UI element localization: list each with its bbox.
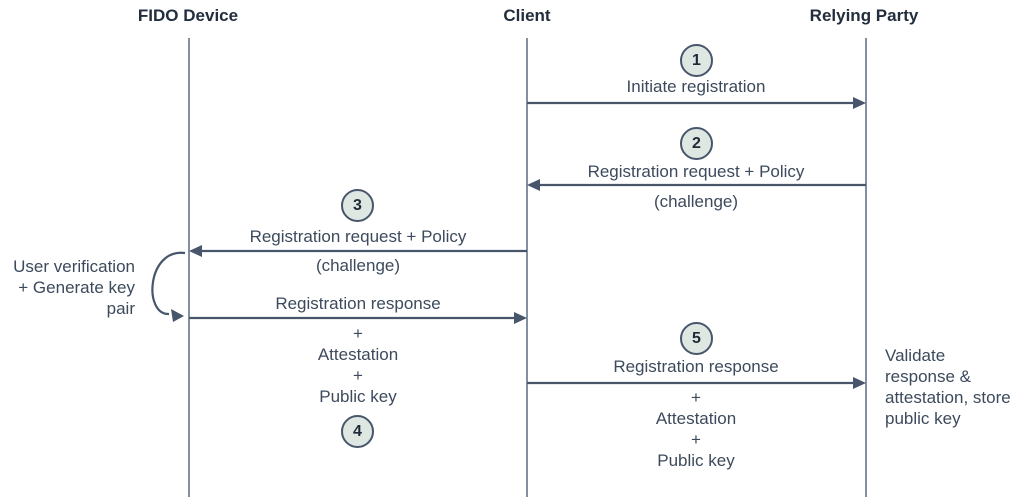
arrowhead-registration-response-to-client [514,312,527,324]
step-badge-5: 5 [680,322,713,355]
message-5-payload: + Attestation + Public key [655,388,737,470]
arrowhead-initiate-registration [853,97,866,109]
step-badge-2: 2 [680,127,713,160]
arrowhead-registration-request-to-client [527,179,540,191]
message-3-label: Registration request + Policy [249,227,467,246]
message-2-challenge: (challenge) [653,192,739,211]
message-3-challenge: (challenge) [315,256,401,275]
arrowhead-registration-request-to-fido [189,245,202,257]
step-badge-4: 4 [341,415,374,448]
relying-party-note: Validate response & attestation, store p… [885,346,1011,428]
message-5-label: Registration response [613,357,779,376]
actor-fido-device: FIDO Device [137,6,239,25]
message-1-label: Initiate registration [626,77,766,96]
arrowhead-user-verification [171,309,184,322]
message-4-payload: + Attestation + Public key [317,324,399,406]
self-loop-user-verification [151,251,186,316]
message-2-label: Registration request + Policy [587,162,805,181]
actor-relying-party: Relying Party [809,6,919,25]
actor-client: Client [503,6,551,25]
step-badge-3: 3 [341,189,374,222]
fido-device-note: User verification + Generate key pair [13,257,135,318]
message-4-label: Registration response [275,294,441,313]
step-badge-1: 1 [680,44,713,77]
arrowhead-registration-response-to-rp [853,377,866,389]
